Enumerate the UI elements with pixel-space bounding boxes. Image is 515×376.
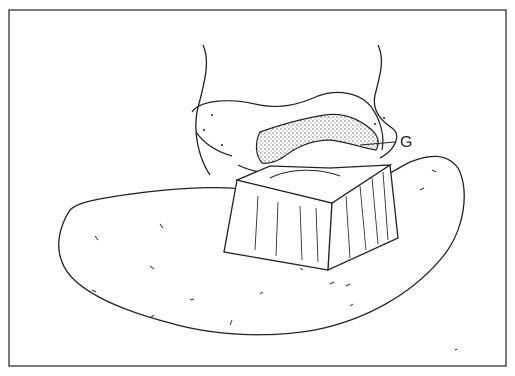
- label-g: G: [400, 134, 412, 151]
- stippled-band: [256, 114, 378, 163]
- upper-lobe-outline: [196, 45, 397, 175]
